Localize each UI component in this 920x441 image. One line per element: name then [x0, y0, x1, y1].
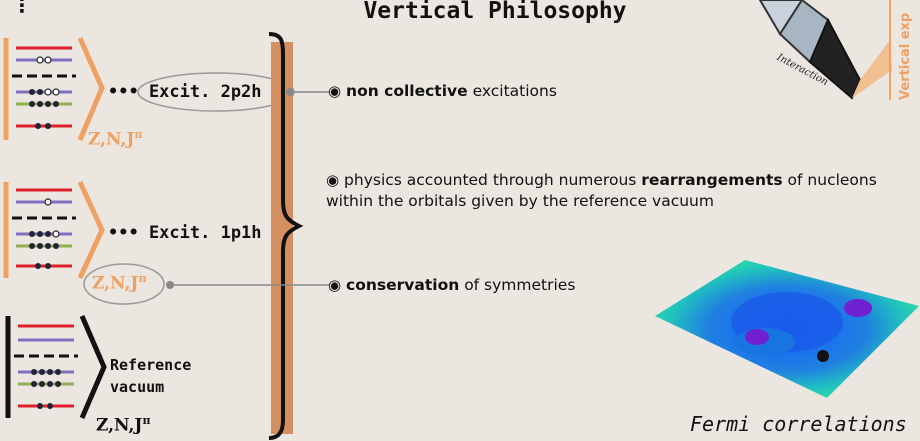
quantum-numbers-3: Z,N,Jπ [96, 414, 151, 436]
statement-non-collective: ◉ non collective excitations [328, 82, 557, 100]
quantum-numbers-1: Z,N,Jπ [88, 128, 143, 150]
curly-brace [268, 32, 304, 440]
interaction-arrow-graphic [758, 0, 892, 100]
statement-conservation: ◉ conservation of symmetries [328, 276, 576, 294]
quantum-numbers-2: Z,N,Jπ [92, 272, 147, 294]
fermi-correlations-caption: Fermi correlations [690, 412, 907, 436]
level-scheme-2p2h [3, 36, 105, 141]
fermi-correlation-surface [655, 260, 919, 398]
statement-rearrangements: ◉ physics accounted through numerous rea… [326, 171, 877, 210]
level-scheme-1p1h [3, 180, 105, 280]
page-title: Vertical Philosophy [363, 0, 627, 24]
level-scheme-reference [5, 315, 107, 419]
excitation-2p2h-label: ••• Excit. 2p2h [108, 82, 262, 102]
excitation-1p1h-label: ••• Excit. 1p1h [108, 223, 262, 243]
vertical-exp-label: Vertical exp [898, 12, 913, 100]
symmetry-ellipse [83, 263, 165, 305]
